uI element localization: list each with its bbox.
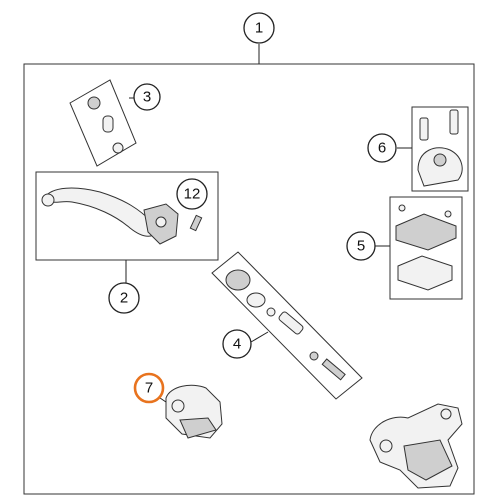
part-group-2 — [35, 171, 219, 283]
reservoir-cover-icon — [395, 213, 457, 251]
bolt-icon-2 — [449, 109, 459, 135]
svg-text:12: 12 — [184, 186, 201, 203]
sleeve-icon — [102, 115, 114, 133]
callout-12[interactable]: 12 — [176, 178, 208, 210]
boot-icon — [225, 269, 251, 291]
part-group-5 — [375, 196, 463, 300]
svg-text:2: 2 — [120, 290, 128, 307]
callout-5[interactable]: 5 — [346, 231, 376, 261]
callout-1[interactable]: 1 — [243, 12, 275, 44]
part-group-4 — [211, 251, 363, 400]
assembly-frame — [23, 63, 475, 495]
washer-icon — [112, 142, 124, 154]
part-group-3 — [69, 79, 137, 167]
part-group-6 — [397, 106, 469, 192]
svg-text:7: 7 — [145, 380, 153, 397]
svg-text:4: 4 — [233, 336, 241, 353]
spring-icon — [189, 214, 203, 232]
svg-text:3: 3 — [143, 89, 151, 106]
callout-4[interactable]: 4 — [222, 329, 252, 359]
master-cylinder-body — [369, 403, 463, 489]
seal-ring-icon — [246, 292, 266, 308]
nut-icon — [87, 96, 101, 110]
callout-7-highlighted[interactable]: 7 — [133, 372, 165, 404]
callout-6[interactable]: 6 — [367, 133, 397, 163]
lever-icon — [43, 187, 159, 237]
bolt-icon — [419, 117, 429, 141]
callout-2[interactable]: 2 — [108, 282, 140, 314]
return-spring-icon — [321, 358, 346, 381]
diaphragm-icon — [397, 255, 453, 291]
callout-3[interactable]: 3 — [133, 83, 161, 111]
part-7 — [159, 384, 223, 439]
svg-text:5: 5 — [357, 238, 365, 255]
clamp-icon — [417, 147, 463, 187]
piston-icon — [278, 311, 304, 335]
svg-text:1: 1 — [255, 20, 263, 37]
svg-text:6: 6 — [378, 140, 386, 157]
